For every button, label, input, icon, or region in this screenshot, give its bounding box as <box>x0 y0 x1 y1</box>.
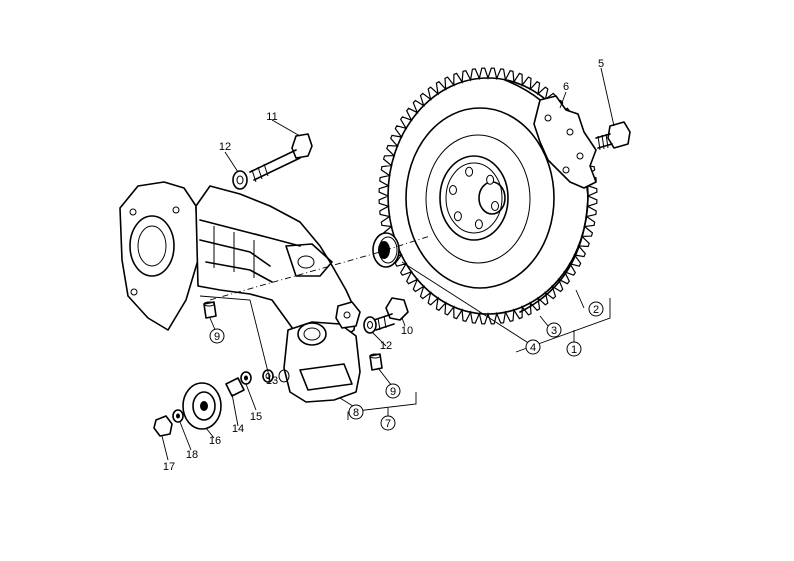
housing-bolt-side <box>363 297 409 334</box>
callout-18: 18 <box>186 449 198 461</box>
svg-text:9: 9 <box>390 386 396 398</box>
callout-8: 8 <box>348 404 364 420</box>
nut <box>153 415 173 437</box>
svg-text:5: 5 <box>598 58 604 70</box>
svg-text:10: 10 <box>401 325 413 337</box>
bolt-hole <box>453 211 462 222</box>
bolt-hole <box>474 219 483 230</box>
svg-text:11: 11 <box>266 111 277 123</box>
svg-text:15: 15 <box>250 411 262 423</box>
svg-text:12: 12 <box>380 340 392 352</box>
bolt-hole <box>491 201 499 211</box>
callout-6: 6 <box>563 81 569 93</box>
svg-text:2: 2 <box>593 304 599 316</box>
flywheel-bolt <box>595 121 631 151</box>
assembly-centerline <box>209 235 431 301</box>
clutch-housing <box>119 181 361 403</box>
svg-text:7: 7 <box>385 418 391 430</box>
callout-15: 15 <box>250 411 262 423</box>
callout-12-side: 12 <box>380 340 392 352</box>
svg-text:12: 12 <box>219 141 231 153</box>
callout-2: 2 <box>588 301 604 317</box>
svg-text:9: 9 <box>214 331 220 343</box>
inspection-cover <box>182 382 222 430</box>
svg-text:6: 6 <box>563 81 569 93</box>
callout-5: 5 <box>598 58 604 70</box>
callout-3: 3 <box>546 322 562 338</box>
callout-13: 13 <box>266 375 278 387</box>
svg-text:17: 17 <box>163 461 175 473</box>
plug-washer <box>172 409 184 423</box>
sealing-washer <box>262 369 290 383</box>
svg-text:16: 16 <box>209 435 221 447</box>
lock-plate <box>533 95 597 189</box>
svg-text:13: 13 <box>266 375 278 387</box>
callout-4: 4 <box>525 339 541 355</box>
bolt-hole <box>449 185 457 195</box>
callout-17: 17 <box>163 461 175 473</box>
housing-bolt-top <box>232 133 313 190</box>
callout-10: 10 <box>401 325 413 337</box>
dowel-pin-left <box>203 301 217 319</box>
bolt-hole <box>486 174 495 185</box>
callout-11: 11 <box>266 111 277 123</box>
callout-labels: 1 2 3 4 5 6 7 8 9 9 10 11 12 12 13 14 15… <box>163 58 604 473</box>
dowel-pin-right <box>369 353 383 371</box>
svg-text:14: 14 <box>232 423 244 435</box>
callout-9-left: 9 <box>209 328 225 344</box>
drain-plug <box>225 371 252 397</box>
bolt-hole <box>465 166 474 177</box>
svg-text:3: 3 <box>551 325 557 337</box>
leader-lines <box>161 67 615 461</box>
svg-text:1: 1 <box>571 344 577 356</box>
callout-16: 16 <box>209 435 221 447</box>
svg-text:8: 8 <box>353 407 359 419</box>
callout-1: 1 <box>566 341 582 357</box>
callout-14: 14 <box>232 423 244 435</box>
flywheel-bolt-holes <box>449 166 499 230</box>
svg-text:18: 18 <box>186 449 198 461</box>
callout-7: 7 <box>380 415 396 431</box>
callout-12-top: 12 <box>219 141 231 153</box>
callout-9-right: 9 <box>385 383 401 399</box>
svg-text:4: 4 <box>530 342 536 354</box>
